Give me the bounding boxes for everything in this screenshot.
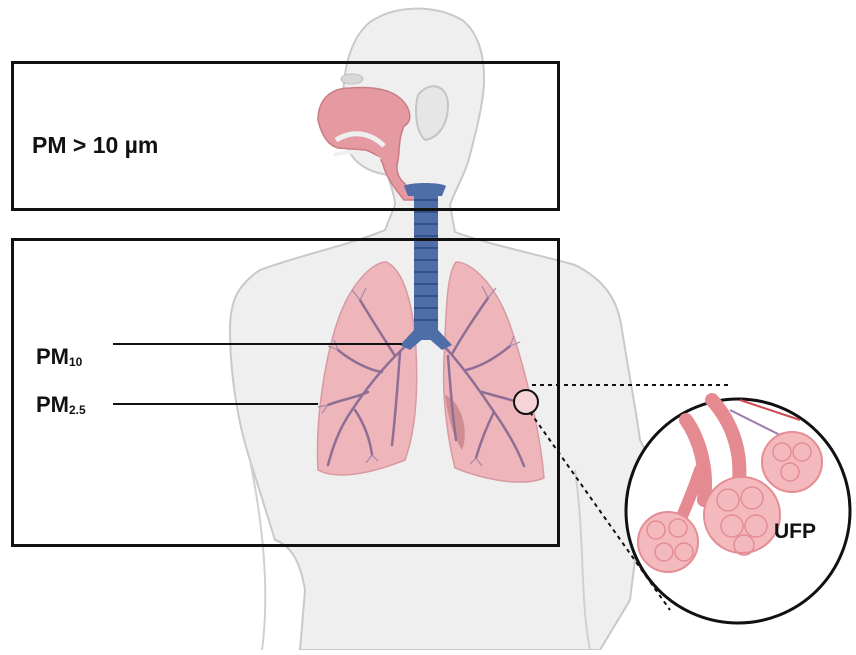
pm25-label-main: PM — [36, 392, 69, 417]
lower-respiratory-box — [11, 238, 560, 547]
pm10-label-main: PM — [36, 344, 69, 369]
pm10-label-subscript: 10 — [69, 355, 82, 369]
pm10-label: PM10 — [36, 346, 82, 368]
ufp-label: UFP — [774, 521, 816, 542]
pm25-label-subscript: 2.5 — [69, 403, 86, 417]
pm25-label: PM2.5 — [36, 394, 86, 416]
alveoli-zoom-inset — [626, 399, 850, 623]
pm-greater-10-label: PM > 10 µm — [32, 134, 158, 157]
